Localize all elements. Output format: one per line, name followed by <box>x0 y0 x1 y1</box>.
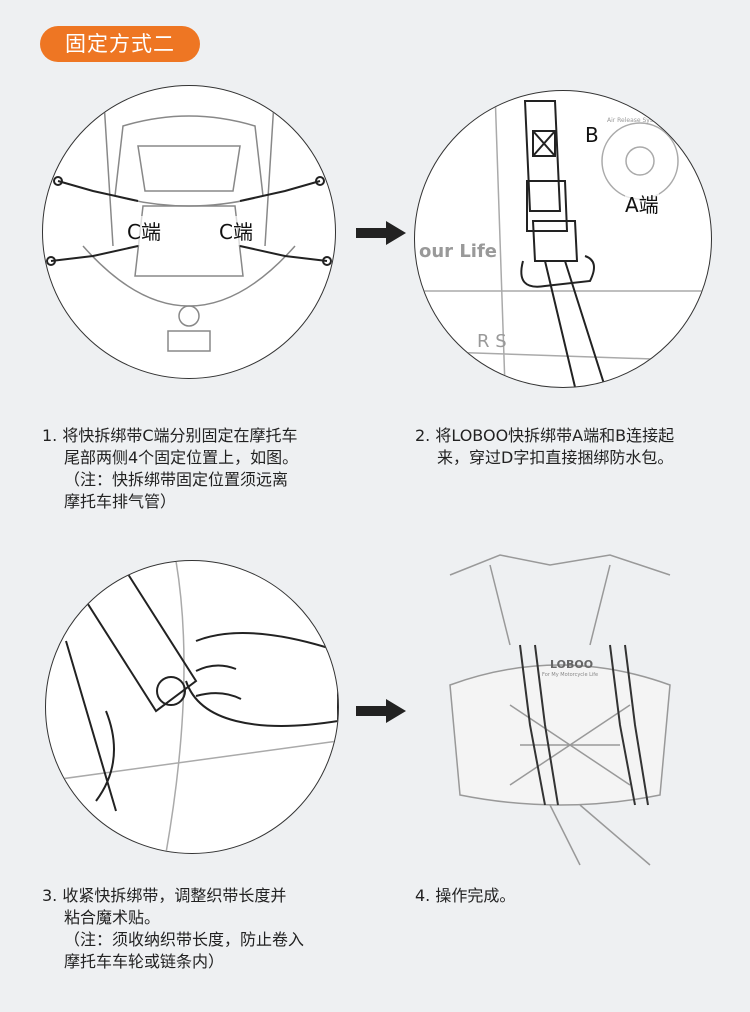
motorcycle-tail-illustration <box>46 86 332 352</box>
figure-2-buckle-connection: B A端 our Life R S Air Release System <box>414 90 712 388</box>
buckle-illustration <box>415 91 711 387</box>
bag-brand: LOBOO <box>550 658 594 671</box>
step-line: 1. 将快拆绑带C端分别固定在摩托车 <box>42 426 298 445</box>
arrow-right-icon <box>356 221 406 245</box>
step-line: 粘合魔术贴。 <box>64 908 161 927</box>
figure-4-completed-install: LOBOO For My Motorcycle Life <box>430 545 690 870</box>
c-end-label-right: C端 <box>219 216 253 245</box>
step-3-text: 3. 收紧快拆绑带，调整织带长度并 粘合魔术贴。 （注：须收纳织带长度，防止卷入… <box>42 885 304 973</box>
arrow-right-icon <box>356 699 406 723</box>
hand-tightening-illustration <box>46 561 338 853</box>
step-note: （注：须收纳织带长度，防止卷入 <box>64 930 305 949</box>
step-line: 来，穿过D字扣直接捆绑防水包。 <box>437 448 674 467</box>
b-label: B <box>585 123 599 147</box>
a-end-label: A端 <box>625 189 659 218</box>
step-note: 摩托车排气管） <box>64 492 177 511</box>
step-line: 3. 收紧快拆绑带，调整织带长度并 <box>42 886 287 905</box>
motorcycle-with-bag-illustration <box>449 554 671 866</box>
step-2-text: 2. 将LOBOO快拆绑带A端和B连接起 来，穿过D字扣直接捆绑防水包。 <box>415 425 674 469</box>
section-title-badge: 固定方式二 <box>40 26 200 62</box>
step-line: 2. 将LOBOO快拆绑带A端和B连接起 <box>415 426 675 445</box>
step-1-text: 1. 将快拆绑带C端分别固定在摩托车 尾部两侧4个固定位置上，如图。 （注：快拆… <box>42 425 298 513</box>
step-line: 尾部两侧4个固定位置上，如图。 <box>64 448 299 467</box>
panel-letters: R S <box>477 331 507 352</box>
valve-text: Air Release System <box>607 117 665 124</box>
step-line: 4. 操作完成。 <box>415 886 516 905</box>
bag-tagline: For My Motorcycle Life <box>542 672 599 678</box>
figure-1-tail-mount-points: C端 C端 <box>42 85 336 379</box>
figure-3-tighten-strap <box>45 560 339 854</box>
brand-text: our Life <box>419 241 498 262</box>
step-note: 摩托车车轮或链条内） <box>64 952 225 971</box>
step-note: （注：快拆绑带固定位置须远离 <box>64 470 289 489</box>
c-end-label-left: C端 <box>127 216 161 245</box>
step-4-text: 4. 操作完成。 <box>415 885 515 907</box>
